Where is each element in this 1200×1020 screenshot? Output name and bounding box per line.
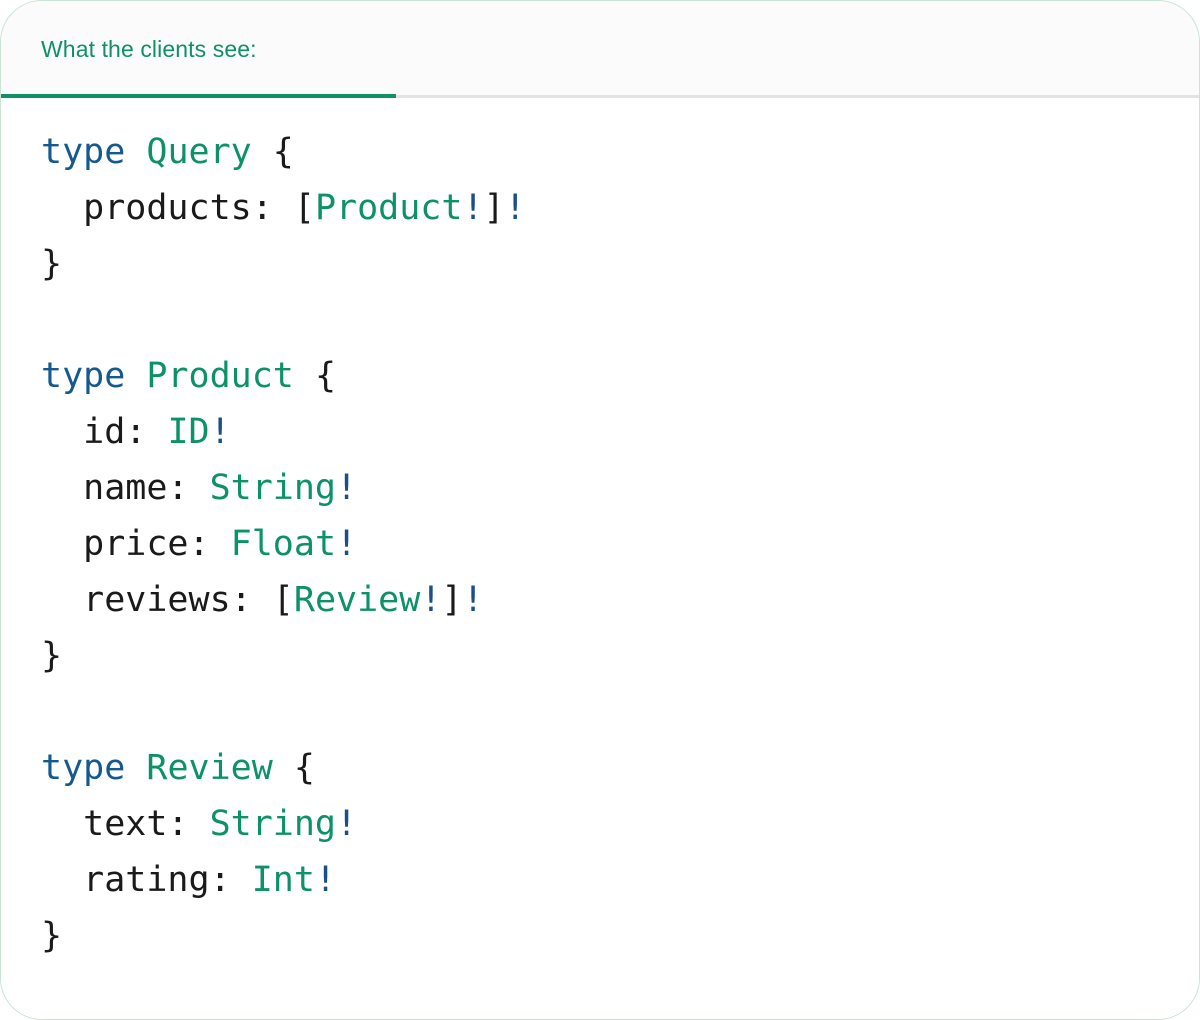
code-line: text: String!	[41, 796, 1159, 852]
active-tab-underline	[1, 94, 396, 98]
code-token-type: Query	[146, 132, 252, 172]
code-token-plain: rating:	[41, 860, 252, 900]
code-token-plain: ]	[441, 580, 463, 620]
tab-strip-divider	[1, 95, 1199, 98]
code-line: type Review {	[41, 740, 1159, 796]
code-line: reviews: [Review!]!	[41, 572, 1159, 628]
code-line: products: [Product!]!	[41, 180, 1159, 236]
code-token-plain: products: [	[41, 188, 315, 228]
code-token-plain	[125, 748, 146, 788]
code-token-plain: {	[272, 748, 315, 788]
code-token-bang: !	[462, 188, 484, 228]
code-token-type: Int	[251, 860, 315, 900]
code-line: rating: Int!	[41, 852, 1159, 908]
code-token-type: ID	[167, 412, 210, 452]
code-token-plain: }	[41, 244, 63, 284]
graphql-schema-code[interactable]: type Query { products: [Product!]!} type…	[41, 124, 1159, 964]
code-token-kw: type	[41, 748, 126, 788]
code-line: price: Float!	[41, 516, 1159, 572]
code-body: type Query { products: [Product!]!} type…	[1, 98, 1199, 1018]
code-token-plain: {	[251, 132, 294, 172]
code-token-bang: !	[336, 804, 358, 844]
code-line: type Product {	[41, 348, 1159, 404]
code-token-plain: id:	[41, 412, 168, 452]
code-token-plain: name:	[41, 468, 210, 508]
code-token-type: Float	[230, 524, 337, 564]
tab-strip: What the clients see:	[1, 1, 1199, 98]
code-token-bang: !	[504, 188, 526, 228]
code-token-plain	[125, 132, 146, 172]
code-token-bang: !	[314, 860, 337, 900]
code-token-bang: !	[462, 580, 484, 620]
code-line: }	[41, 628, 1159, 684]
code-token-plain: }	[41, 636, 63, 676]
code-token-bang: !	[336, 524, 358, 564]
code-token-kw: type	[41, 356, 126, 396]
code-token-plain	[125, 356, 146, 396]
tab-what-the-clients-see[interactable]: What the clients see:	[1, 1, 396, 98]
code-token-plain: text:	[41, 804, 210, 844]
code-line	[41, 292, 1159, 348]
code-token-plain: {	[293, 356, 337, 396]
code-token-type: Product	[146, 356, 294, 396]
code-line: }	[41, 908, 1159, 964]
code-token-plain: }	[41, 916, 63, 956]
code-token-type: Review	[146, 748, 273, 788]
code-line	[41, 684, 1159, 740]
code-token-bang: !	[209, 412, 231, 452]
code-token-type: Review	[293, 580, 421, 620]
code-token-plain: ]	[483, 188, 505, 228]
code-token-type: String	[209, 468, 337, 508]
code-token-type: Product	[314, 188, 463, 228]
code-line: }	[41, 236, 1159, 292]
code-token-kw: type	[41, 132, 126, 172]
code-line: id: ID!	[41, 404, 1159, 460]
tab-label: What the clients see:	[41, 36, 257, 62]
code-token-plain: price:	[41, 524, 231, 564]
code-token-plain: reviews: [	[41, 580, 294, 620]
code-token-bang: !	[336, 468, 358, 508]
code-line: name: String!	[41, 460, 1159, 516]
code-token-bang: !	[420, 580, 442, 620]
code-token-type: String	[209, 804, 337, 844]
code-line: type Query {	[41, 124, 1159, 180]
